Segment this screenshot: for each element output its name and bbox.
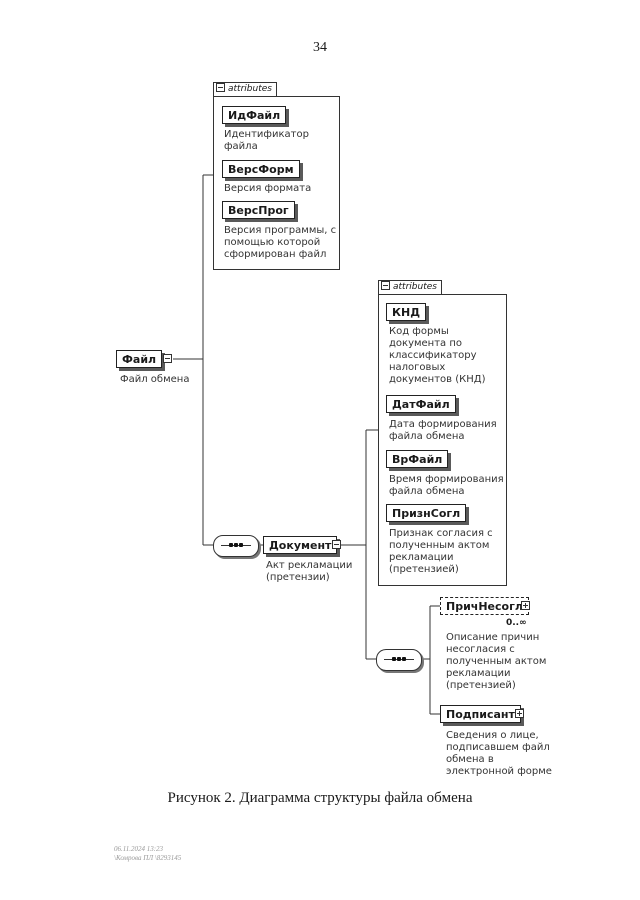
footer-timestamp: 06.11.2024 13:23: [114, 845, 164, 853]
desc-line: подписавшем файл: [446, 742, 550, 753]
node-label: Подписант: [446, 708, 515, 721]
sequence-dot: [402, 657, 406, 661]
desc-line: полученным актом: [389, 540, 490, 551]
desc-line: Время формирования: [389, 474, 504, 485]
desc-line: Версия формата: [224, 183, 312, 194]
attr-versform[interactable]: ВерсФорм: [222, 160, 300, 178]
node-label: ПричНесогл: [446, 600, 523, 613]
attr-description: Версия формата: [224, 183, 311, 195]
node-description: Описание причин несогласия с полученным …: [446, 632, 546, 692]
attr-description: Дата формирования файла обмена: [389, 419, 497, 443]
desc-line: (претензии): [266, 572, 330, 583]
file-attributes-group: [213, 96, 340, 270]
figure-caption: Рисунок 2. Диаграмма структуры файла обм…: [167, 790, 473, 806]
desc-line: рекламации: [389, 552, 454, 563]
file-attributes-tab-label: attributes: [228, 84, 272, 94]
desc-line: налоговых: [389, 362, 446, 373]
attr-description: Признак согласия с полученным актом рекл…: [389, 528, 493, 576]
file-attributes-tab[interactable]: attributes: [213, 82, 277, 96]
document-attributes-group: [378, 294, 507, 586]
attr-label: ДатФайл: [392, 398, 450, 411]
desc-line: обмена в: [446, 754, 494, 765]
sequence-dot: [397, 657, 401, 661]
page-number: 34: [313, 40, 327, 55]
attr-description: Код формы документа по классификатору на…: [389, 326, 485, 386]
attr-vrfajl[interactable]: ВрФайл: [386, 450, 449, 468]
attr-priznsogl[interactable]: ПризнСогл: [386, 504, 467, 522]
root-node-description: Файл обмена: [120, 374, 190, 385]
desc-line: файла обмена: [389, 486, 465, 497]
footer-author: \Комрова ПЛ \8293145: [114, 854, 182, 862]
expand-icon[interactable]: [515, 709, 524, 718]
attr-label: ВерсПрог: [228, 204, 289, 217]
desc-line: электронной форме: [446, 766, 552, 777]
sequence-compositor[interactable]: [376, 649, 422, 671]
desc-line: Дата формирования: [389, 419, 497, 430]
node-description: Сведения о лице, подписавшем файл обмена…: [446, 730, 552, 778]
collapse-icon[interactable]: [381, 281, 390, 290]
desc-line: файла обмена: [389, 431, 465, 442]
collapse-icon[interactable]: [163, 354, 172, 363]
collapse-icon[interactable]: [216, 83, 225, 92]
document-attributes-tab[interactable]: attributes: [378, 280, 442, 294]
sequence-compositor[interactable]: [213, 535, 259, 557]
node-description: Акт рекламации (претензии): [266, 560, 352, 584]
attr-knd[interactable]: КНД: [386, 303, 426, 321]
collapse-icon[interactable]: [332, 540, 341, 549]
desc-line: помощью которой: [224, 237, 321, 248]
attr-description: Время формирования файла обмена: [389, 474, 504, 498]
attr-label: ВерсФорм: [228, 163, 294, 176]
attr-idfajl[interactable]: ИдФайл: [222, 106, 287, 124]
attr-label: ПризнСогл: [392, 507, 461, 520]
sequence-dot: [392, 657, 396, 661]
attr-label: ВрФайл: [392, 453, 443, 466]
node-dokument[interactable]: Документ: [263, 536, 338, 554]
desc-line: несогласия с: [446, 644, 515, 655]
attr-description: Версия программы, с помощью которой сфор…: [224, 225, 336, 261]
expand-icon[interactable]: [521, 601, 530, 610]
desc-line: Акт рекламации: [266, 560, 353, 571]
desc-line: Описание причин: [446, 632, 540, 643]
node-label: Документ: [269, 539, 332, 552]
node-podpisant[interactable]: Подписант: [440, 705, 521, 723]
desc-line: Сведения о лице,: [446, 730, 539, 741]
desc-line: классификатору: [389, 350, 477, 361]
sequence-dot: [229, 543, 233, 547]
desc-line: Код формы: [389, 326, 449, 337]
desc-line: полученным актом: [446, 656, 547, 667]
desc-line: документа по: [389, 338, 463, 349]
desc-line: (претензией): [389, 564, 459, 575]
attr-label: ИдФайл: [228, 109, 281, 122]
attr-description: Идентификатор файла: [224, 129, 309, 153]
desc-line: рекламации: [446, 668, 511, 679]
root-node-fajl[interactable]: Файл: [116, 350, 163, 368]
desc-line: Признак согласия с: [389, 528, 493, 539]
cardinality-label: 0..∞: [506, 618, 527, 628]
sequence-dot: [239, 543, 243, 547]
root-node-label: Файл: [122, 353, 157, 366]
desc-line: (претензией): [446, 680, 516, 691]
document-attributes-tab-label: attributes: [393, 282, 437, 292]
desc-line: файла: [224, 141, 258, 152]
attr-datfajl[interactable]: ДатФайл: [386, 395, 456, 413]
desc-line: Идентификатор: [224, 129, 309, 140]
sequence-dot: [234, 543, 238, 547]
attr-label: КНД: [392, 306, 420, 319]
desc-line: документов (КНД): [389, 374, 486, 385]
attr-versprog[interactable]: ВерсПрог: [222, 201, 295, 219]
node-prichnesogl[interactable]: ПричНесогл: [440, 597, 529, 615]
desc-line: сформирован файл: [224, 249, 327, 260]
desc-line: Версия программы, с: [224, 225, 337, 236]
